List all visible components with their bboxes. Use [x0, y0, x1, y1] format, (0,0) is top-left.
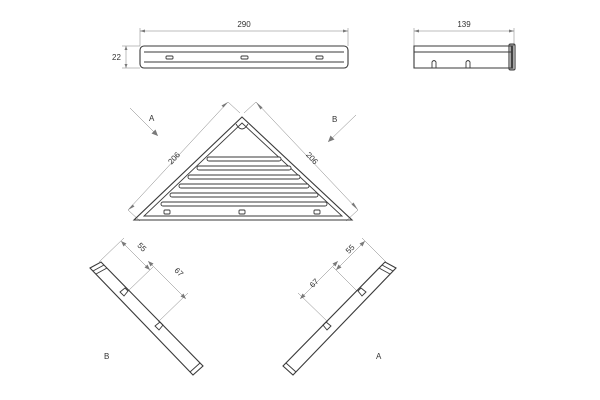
side-view: 139 [413, 20, 516, 71]
shelf-top-outline [132, 116, 354, 221]
dim-line-206-left [127, 101, 229, 211]
view-label-b: B [332, 115, 337, 124]
dim-67-a: 67 [308, 277, 321, 290]
dim-55-b: 55 [135, 241, 148, 254]
dim-line-67-b [147, 260, 187, 300]
dim-line-55-a [335, 240, 366, 271]
dim-line-55-b [120, 240, 151, 271]
dim-206-right: 206 [304, 150, 320, 166]
section-label-a: A [376, 352, 382, 361]
view-arrow-b [327, 114, 357, 143]
section-view-a: 55 67 A [282, 237, 397, 376]
dim-line-67-a [299, 260, 339, 300]
top-view: A B 206 206 [127, 101, 359, 222]
shelf-front-outline [139, 45, 349, 69]
section-label-b: B [104, 352, 109, 361]
dim-139: 139 [457, 20, 471, 29]
section-b-bar [89, 261, 204, 376]
shelf-side-outline [413, 45, 513, 69]
section-a-bar [282, 261, 397, 376]
view-arrow-a [129, 107, 159, 137]
section-view-b: 55 67 B [89, 237, 204, 376]
dim-67-b: 67 [172, 266, 185, 279]
dim-55-a: 55 [344, 243, 357, 256]
dim-206-left: 206 [166, 150, 182, 166]
dim-290: 290 [237, 20, 251, 29]
dim-22: 22 [112, 53, 121, 62]
dim-line-206-right [255, 101, 359, 211]
front-view: 290 22 [112, 20, 349, 69]
view-label-a: A [149, 114, 155, 123]
